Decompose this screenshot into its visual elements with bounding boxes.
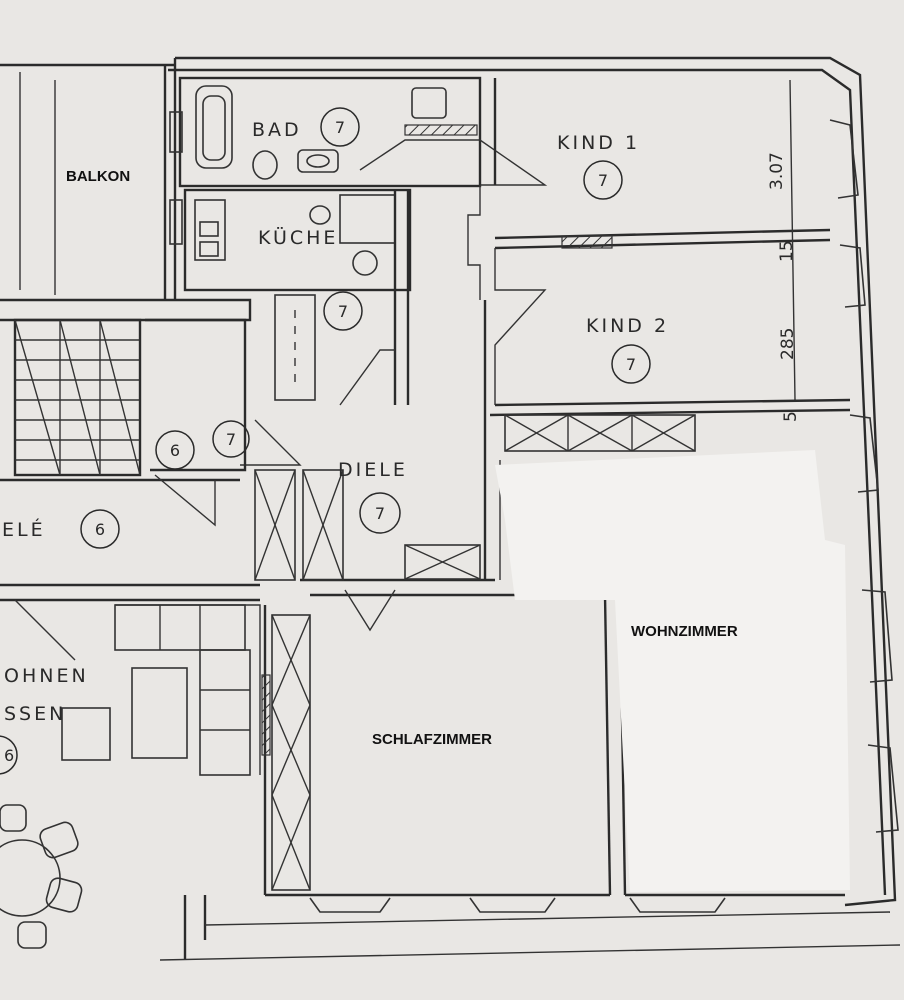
bad-room (178, 76, 548, 188)
stair-badge-a: 6 (170, 441, 180, 460)
kind2-badge: 7 (626, 355, 636, 374)
neighbor-wohnen-label-2: SSEN (4, 703, 66, 725)
diele-badge-circle (359, 492, 401, 534)
staircase (0, 318, 247, 527)
kind2-room (489, 248, 851, 417)
left-windows (169, 111, 183, 245)
bad-badge-circle (320, 107, 360, 147)
outer-walls (0, 56, 901, 961)
diele-badge: 7 (375, 504, 385, 523)
wohnzimmer-label: WOHNZIMMER (631, 623, 738, 640)
whiteout-patch (495, 450, 850, 892)
dim-wall-1: 15 (777, 240, 797, 262)
kind2-label: KIND 2 (586, 315, 669, 337)
diele-room (240, 300, 495, 582)
kind1-room (467, 78, 831, 401)
stair-badge-b: 7 (226, 430, 236, 449)
kind1-label: KIND 1 (557, 132, 640, 154)
bad-badge: 7 (335, 118, 345, 137)
kueche-badge-circle (323, 291, 363, 331)
dim-kind2-depth: 285 (778, 328, 798, 360)
neighbor-living (0, 599, 261, 949)
neighbor-wohnen-badge: 6 (4, 746, 14, 765)
diele-label: DIELE (338, 459, 408, 481)
balkon-area (19, 72, 56, 295)
kind1-badge-circle (583, 160, 623, 200)
right-windows (829, 119, 899, 833)
dim-kind1-depth: 3.07 (767, 152, 787, 190)
kind1-badge: 7 (598, 171, 608, 190)
kueche-badge: 7 (338, 302, 348, 321)
neighbor-diele-badge: 6 (95, 520, 105, 539)
neighbor-diele-label: ELÉ (2, 518, 46, 541)
kind2-badge-circle (611, 344, 651, 384)
neighbor-wohnen-label-1: OHNEN (4, 665, 89, 687)
wardrobe-kind2 (504, 414, 696, 452)
room-labels: BAD 7 KÜCHE 7 KIND 1 7 KIND 2 7 DIELE 7 … (0, 107, 738, 775)
bad-label: BAD (252, 119, 302, 141)
stair-badge-a-circle (155, 430, 195, 470)
neighbor-wohnen-badge-circle (0, 735, 18, 775)
balkon-label: BALKON (66, 168, 130, 185)
kueche-label: KÜCHE (258, 226, 338, 249)
neighbor-diele-badge-circle (80, 509, 120, 549)
stair-badge-b-circle (212, 420, 250, 458)
kueche-room (183, 188, 412, 406)
dim-wall-2: 5 (781, 411, 801, 422)
schlafzimmer-label: SCHLAFZIMMER (372, 731, 492, 748)
dimension-labels: 3.07 15 285 5 (767, 152, 801, 422)
